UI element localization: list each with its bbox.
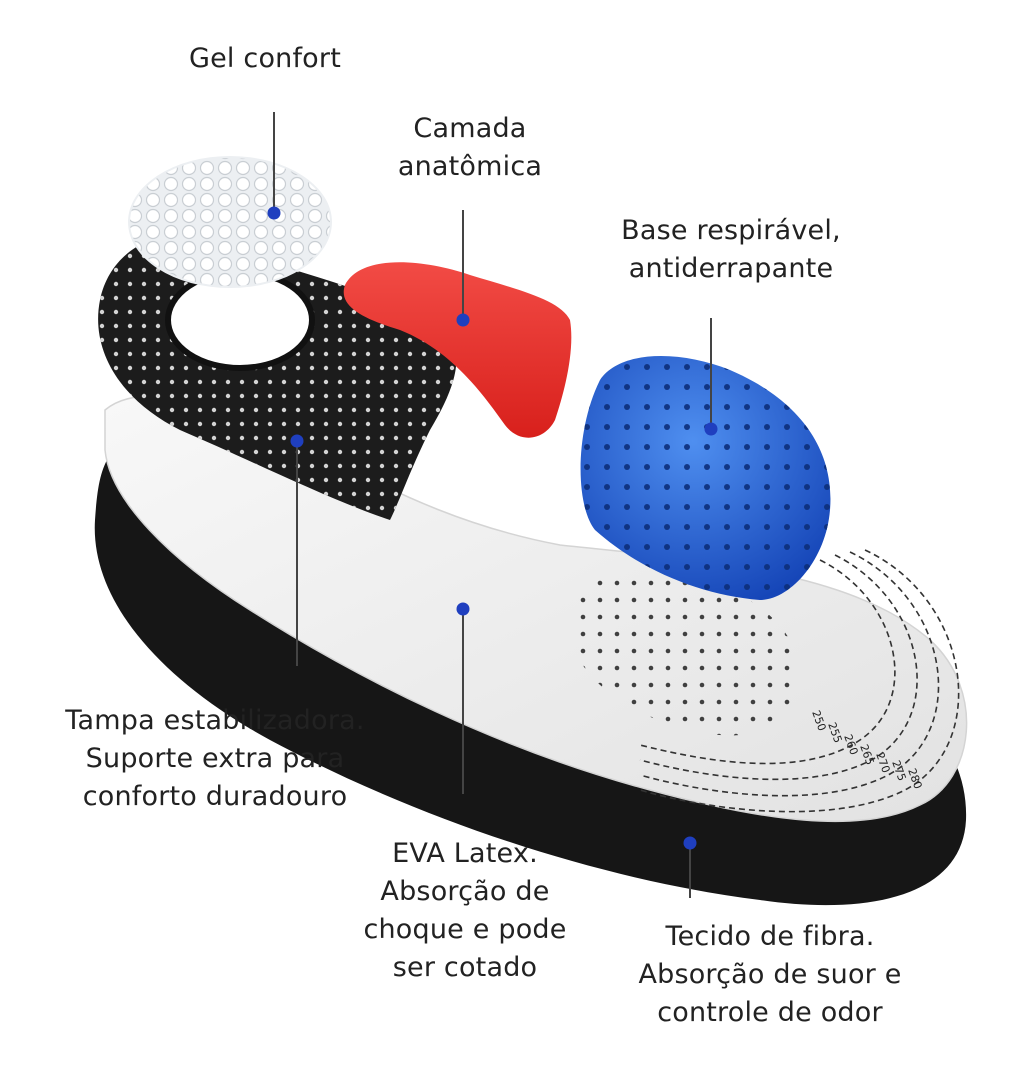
white-layer-perforations (572, 573, 798, 736)
label-tampa-estabilizadora: Tampa estabilizadora. Suporte extra para… (30, 702, 400, 816)
marker-dot-gel (267, 206, 281, 220)
label-gel-line-1: Gel confort (188, 43, 341, 74)
label-eva-line-3: choque e pode (363, 914, 567, 945)
label-eva-latex: EVA Latex. Absorção de choque e pode ser… (345, 835, 585, 987)
label-tampa-line-1: Tampa estabilizadora. (65, 705, 365, 736)
leader-lines (273, 112, 712, 898)
label-base-respiravel: Base respirável, antiderrapante (596, 212, 866, 288)
label-tecido-line-1: Tecido de fibra. (665, 921, 875, 952)
gel-bubbles (130, 158, 330, 286)
label-camada-line-1: Camada (413, 113, 527, 144)
label-gel-confort: Gel confort (170, 40, 360, 78)
label-camada-anatomica: Camada anatômica (380, 110, 560, 186)
label-tecido-line-3: controle de odor (657, 997, 883, 1028)
label-eva-line-2: Absorção de (380, 876, 550, 907)
size-trim-lines (639, 549, 960, 813)
label-tampa-line-2: Suporte extra para (85, 743, 345, 774)
marker-dots (267, 206, 718, 850)
marker-dot-base (704, 422, 718, 436)
marker-dot-tecido (683, 836, 697, 850)
marker-dot-eva (456, 602, 470, 616)
marker-dot-tampa (290, 434, 304, 448)
red-arch-layer (343, 262, 572, 438)
blue-pad-perforations (580, 356, 831, 600)
label-base-line-1: Base respirável, (621, 215, 841, 246)
label-tecido-line-2: Absorção de suor e (638, 959, 902, 990)
marker-dot-camada (456, 313, 470, 327)
label-tecido-fibra: Tecido de fibra. Absorção de suor e cont… (610, 918, 930, 1032)
label-eva-line-1: EVA Latex. (392, 838, 538, 869)
label-base-line-2: antiderrapante (628, 253, 834, 284)
label-tampa-line-3: conforto duradouro (82, 781, 348, 812)
label-eva-line-4: ser cotado (392, 952, 538, 983)
label-camada-line-2: anatômica (397, 151, 543, 182)
